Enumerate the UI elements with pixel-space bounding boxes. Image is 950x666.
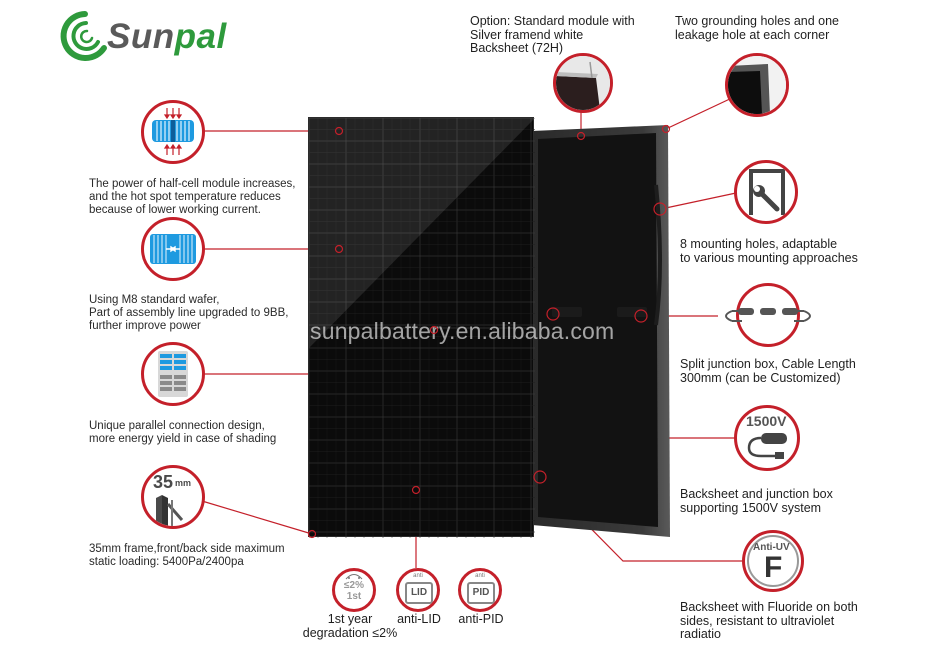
caption-parallel-connection: Unique parallel connection design, more … — [89, 420, 277, 445]
brand-name-pal: pal — [174, 17, 227, 56]
callout-circle-frame-35mm: 35 mm — [141, 465, 205, 529]
callout-circle-anti-uv: Anti-UV F — [742, 530, 804, 592]
mounting-wrench-icon — [749, 169, 785, 215]
solar-panel-front — [308, 117, 535, 538]
caption-mounting-holes: 8 mounting holes, adaptable to various m… — [680, 237, 858, 265]
caption-frame-35mm: 35mm frame,front/back side maximum stati… — [89, 543, 285, 568]
anti-uv-label: Anti-UV — [753, 542, 790, 553]
badge-circle-anti-lid: anti LID — [396, 568, 440, 612]
panel-cell-grid — [309, 118, 535, 538]
callout-circle-silver-frame — [553, 53, 613, 113]
cable-1500v-icon: 1500V — [737, 408, 797, 468]
brand-wordmark: Sunpal — [107, 17, 227, 57]
anti-pid-big-label: PID — [467, 582, 495, 604]
callout-circle-parallel-connection — [141, 342, 205, 406]
callout-circle-split-junction-box — [736, 283, 800, 347]
solar-panel-back — [532, 125, 670, 537]
frame-size-unit: mm — [175, 478, 192, 488]
callout-circle-half-cell — [141, 100, 205, 164]
split-junction-box-icon — [725, 308, 811, 322]
frame-size-number: 35 — [153, 472, 174, 492]
m8-wafer-icon — [150, 234, 196, 264]
caption-1500v-system: Backsheet and junction box supporting 15… — [680, 487, 833, 515]
panel-back-shape — [532, 125, 670, 537]
frame-35mm-icon: 35 mm — [144, 468, 202, 526]
caption-grounding-holes: Two grounding holes and one leakage hole… — [675, 14, 840, 42]
caption-anti-lid: anti-LID — [397, 612, 441, 626]
voltage-label: 1500V — [746, 413, 787, 429]
brand-name-sun: Sun — [107, 17, 175, 56]
silver-frame-corner-icon — [556, 56, 610, 110]
sunpal-swirl-icon — [60, 11, 107, 61]
anti-pid-icon: anti PID — [461, 571, 499, 609]
anti-lid-small-label: anti — [413, 573, 423, 579]
fluoride-label: F — [764, 551, 783, 584]
caption-anti-uv-fluoride: Backsheet with Fluoride on both sides, r… — [680, 600, 858, 641]
callout-circle-mounting-holes — [734, 160, 798, 224]
anti-uv-fluoride-icon: Anti-UV F — [747, 535, 799, 587]
callout-circle-m8-wafer — [141, 217, 205, 281]
watermark: sunpalbattery.en.alibaba.com — [310, 318, 615, 344]
anti-lid-icon: anti LID — [399, 571, 437, 609]
callout-circle-1500v: 1500V — [734, 405, 800, 471]
caption-m8-wafer: Using M8 standard wafer, Part of assembl… — [89, 294, 289, 332]
caption-anti-pid: anti-PID — [458, 612, 504, 626]
grounding-hole-corner-icon — [728, 56, 786, 114]
parallel-connection-icon — [158, 351, 188, 397]
degradation-year: 1st — [346, 591, 362, 602]
brand-logo — [60, 10, 250, 65]
caption-split-junction-box: Split junction box, Cable Length 300mm (… — [680, 357, 856, 385]
badge-circle-degradation: ≤2% 1st — [332, 568, 376, 612]
caption-silver-frame-option: Option: Standard module with Silver fram… — [470, 14, 635, 55]
anti-lid-big-label: LID — [405, 582, 433, 604]
badge-circle-anti-pid: anti PID — [458, 568, 502, 612]
anti-pid-small-label: anti — [475, 573, 485, 579]
half-cell-icon — [152, 108, 194, 155]
degradation-icon: ≤2% 1st — [335, 571, 373, 609]
caption-degradation: 1st year degradation ≤2% — [302, 612, 398, 640]
degradation-percent: ≤2% — [344, 580, 364, 591]
caption-half-cell: The power of half-cell module increases,… — [89, 178, 296, 216]
callout-circle-grounding-holes — [725, 53, 789, 117]
